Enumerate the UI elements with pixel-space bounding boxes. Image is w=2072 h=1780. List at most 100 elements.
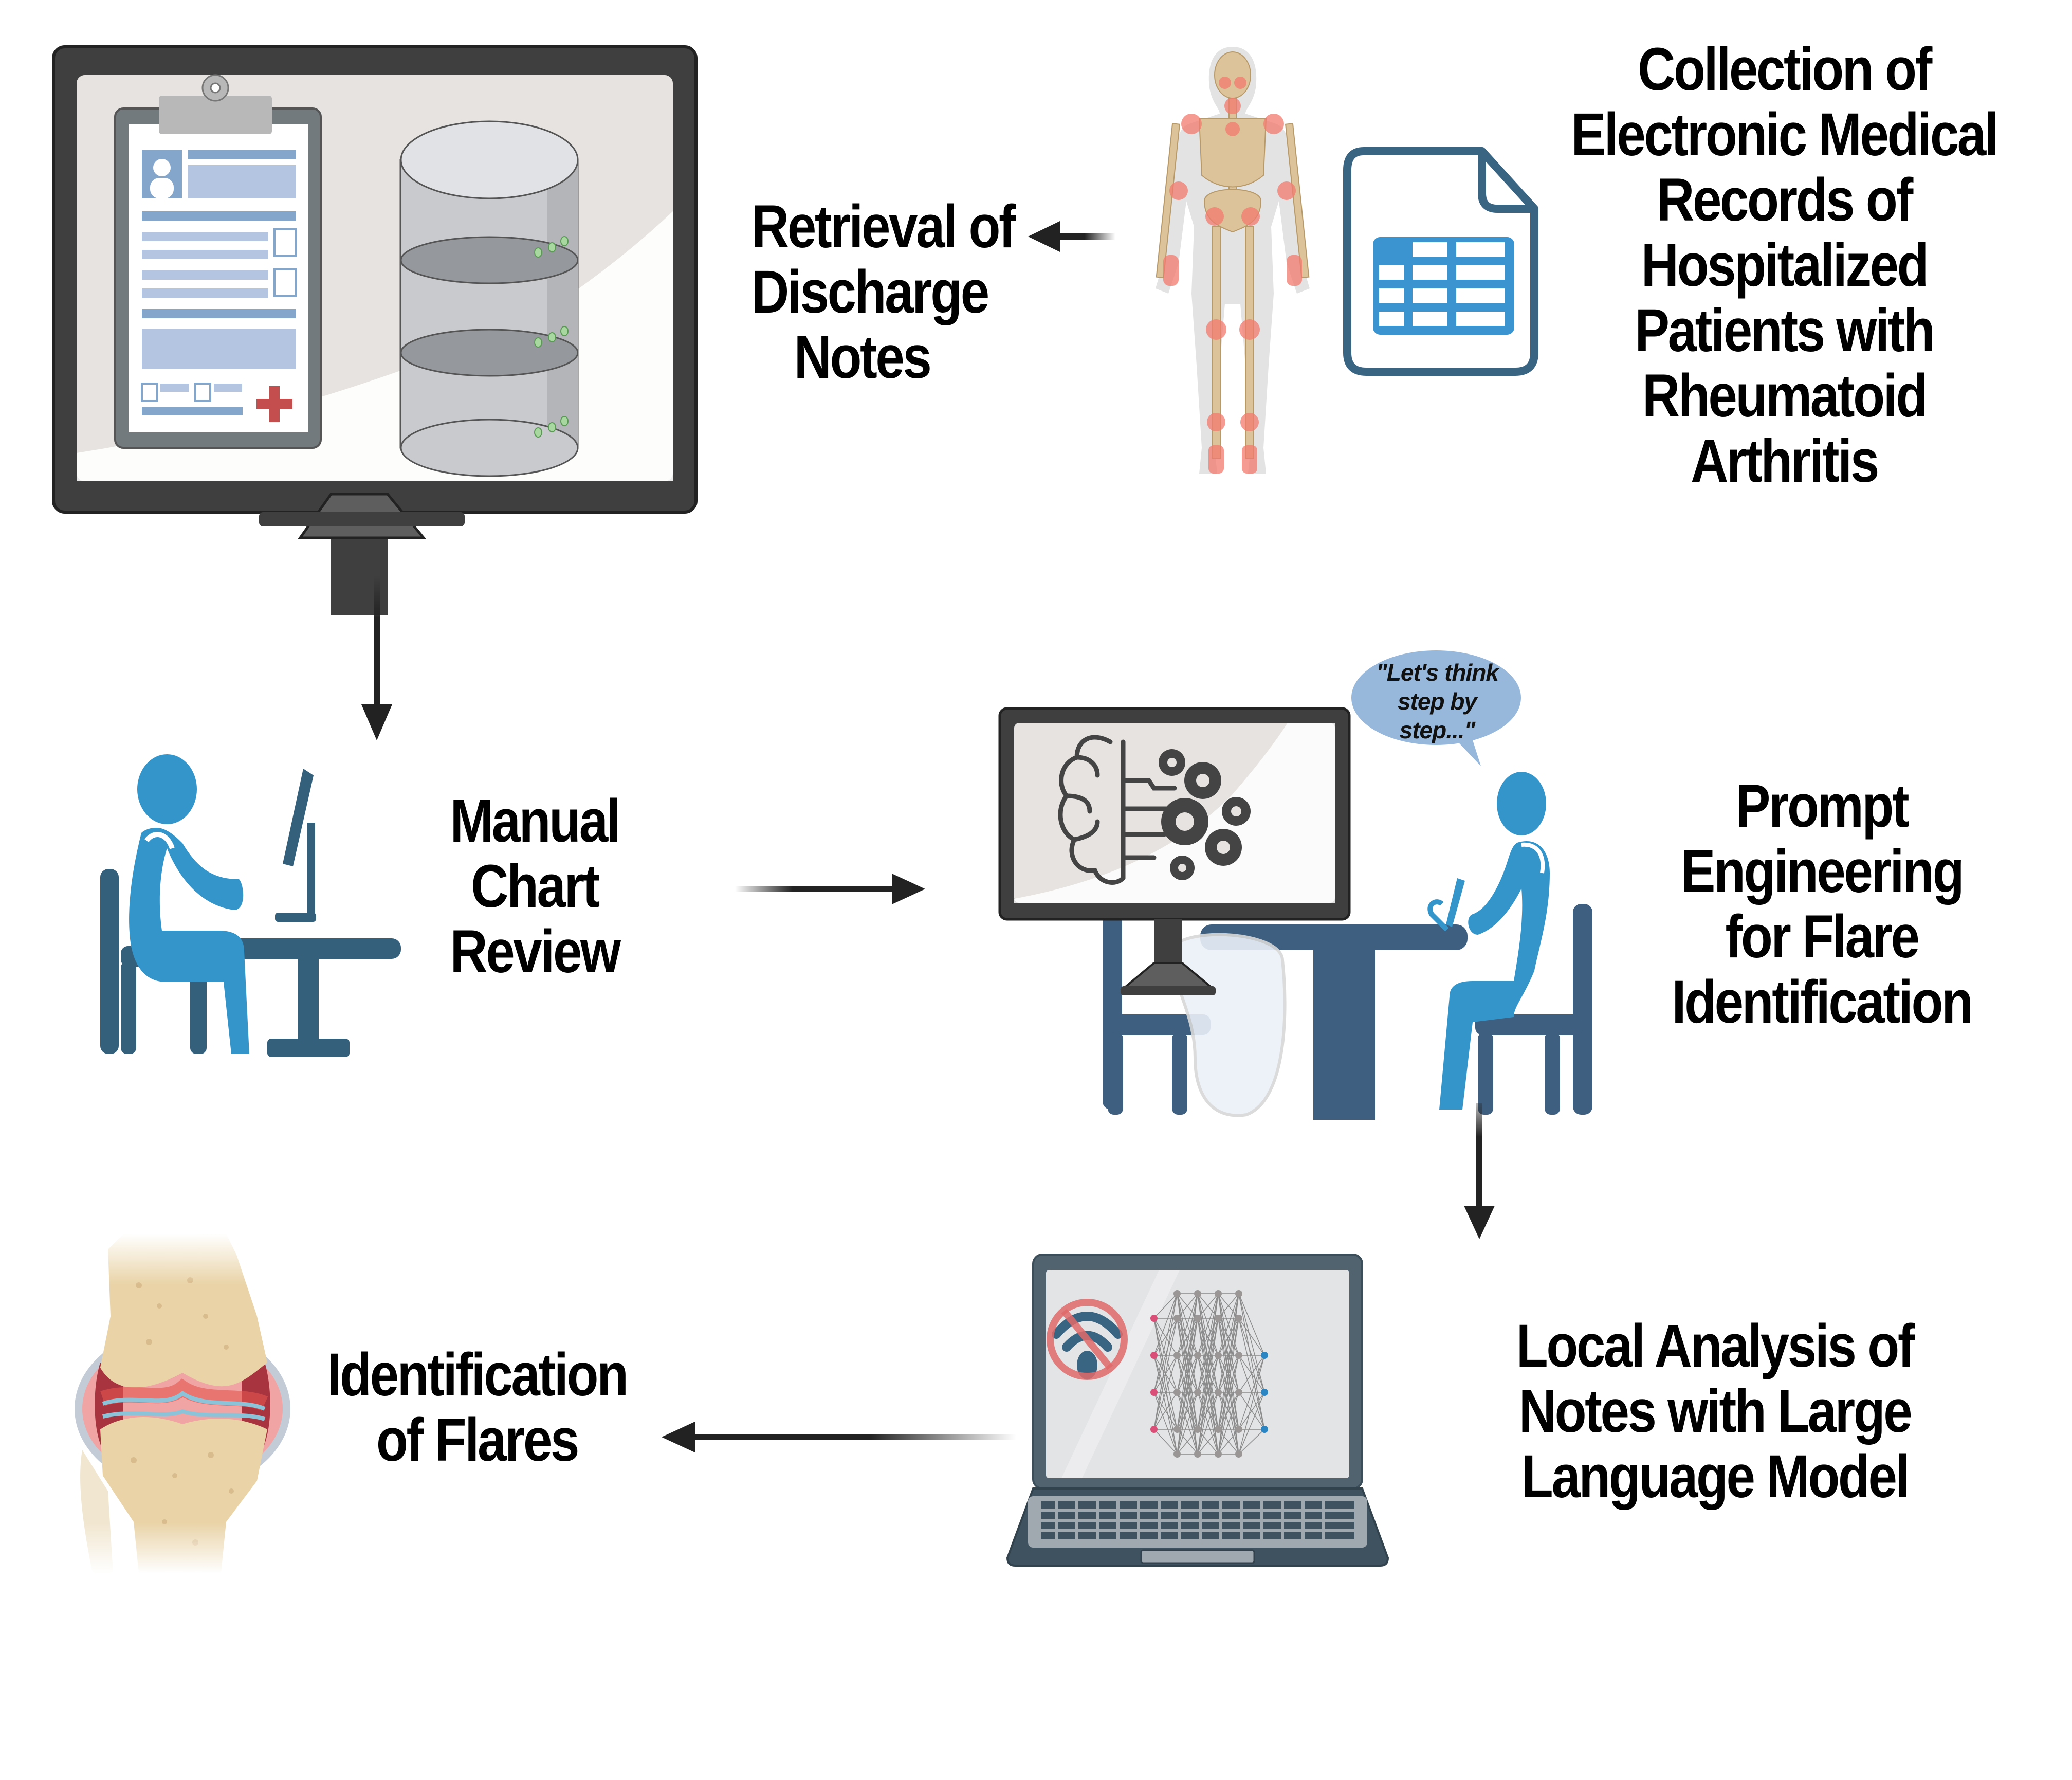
- arrow-right-manual-to-prompt: [735, 874, 925, 904]
- label-line: Chart: [471, 852, 600, 920]
- nn-edge: [1177, 1392, 1198, 1455]
- spreadsheet-document-icon: [1343, 147, 1538, 376]
- nn-edge: [1238, 1355, 1265, 1430]
- nn-edge: [1238, 1293, 1265, 1356]
- arrow-left-local-to-identification: [662, 1422, 1016, 1452]
- nn-edge: [1197, 1318, 1219, 1393]
- label-line: Collection of: [1638, 35, 1932, 103]
- arrow-down-retrieval-to-manual: [361, 576, 392, 740]
- nn-edge: [1177, 1355, 1198, 1430]
- label-line: Records of: [1657, 166, 1913, 234]
- bubble-line: step by: [1397, 688, 1477, 715]
- person-at-computer-icon: [100, 754, 401, 1057]
- nn-edge: [1153, 1293, 1178, 1319]
- step-label-prompt-engineering: Prompt Engineering for Flare Identificat…: [1623, 774, 2021, 1035]
- label-line: Identification: [327, 1341, 629, 1409]
- nn-edge: [1218, 1392, 1239, 1430]
- label-line: Hospitalized: [1641, 231, 1929, 299]
- nn-node: [1150, 1389, 1158, 1396]
- nn-edge: [1238, 1355, 1265, 1455]
- nn-node: [1261, 1352, 1268, 1359]
- nn-edge: [1153, 1355, 1178, 1455]
- person-writing-icon: [1427, 772, 1550, 1110]
- nn-node: [1235, 1389, 1242, 1396]
- label-line: Local Analysis of: [1516, 1312, 1915, 1380]
- nn-edge: [1177, 1392, 1198, 1430]
- nn-edge: [1218, 1355, 1239, 1455]
- label-line: Retrieval of: [751, 193, 1016, 261]
- nn-node: [1215, 1352, 1222, 1359]
- label-line: Notes: [794, 323, 932, 391]
- monitor-icon: [52, 45, 698, 615]
- label-line: Review: [450, 918, 621, 986]
- clipboard-record-icon: [114, 74, 322, 449]
- nn-node: [1173, 1426, 1181, 1433]
- nn-edge: [1177, 1318, 1198, 1356]
- nn-edge: [1177, 1293, 1198, 1455]
- nn-edge: [1238, 1392, 1265, 1430]
- arrow-left-collection-to-retrieval: [1028, 221, 1115, 252]
- nn-edge: [1177, 1293, 1198, 1430]
- nn-edge: [1177, 1318, 1198, 1393]
- nn-edge: [1153, 1318, 1178, 1356]
- nn-edge: [1153, 1293, 1178, 1356]
- nn-node: [1194, 1315, 1201, 1322]
- nn-node: [1194, 1352, 1201, 1359]
- nn-node: [1194, 1389, 1201, 1396]
- nn-edge: [1177, 1429, 1198, 1455]
- nn-edge: [1153, 1392, 1178, 1455]
- nn-node: [1261, 1389, 1268, 1396]
- monitor-brain-gears-icon: [998, 707, 1351, 995]
- arrow-down-prompt-to-local: [1464, 1103, 1495, 1239]
- label-line: Engineering: [1680, 838, 1965, 905]
- nn-edge: [1218, 1429, 1239, 1455]
- nn-edge: [1218, 1293, 1239, 1356]
- nn-edge: [1153, 1429, 1178, 1455]
- label-line: Identification: [1672, 968, 1973, 1036]
- nn-edge: [1197, 1429, 1219, 1455]
- label-line: Rheumatoid: [1642, 362, 1928, 430]
- nn-edge: [1218, 1318, 1239, 1455]
- nn-edge: [1218, 1293, 1239, 1430]
- nn-node: [1150, 1315, 1158, 1322]
- neural-network-icon: [1150, 1290, 1268, 1458]
- nn-node: [1235, 1450, 1242, 1458]
- label-line: Language Model: [1521, 1443, 1910, 1511]
- nn-edge: [1153, 1318, 1178, 1393]
- nn-edge: [1153, 1392, 1178, 1430]
- label-line: Manual: [450, 787, 621, 855]
- nn-edge: [1218, 1293, 1239, 1393]
- bubble-line: "Let's think: [1376, 659, 1499, 686]
- nn-node: [1261, 1426, 1268, 1433]
- nn-node: [1194, 1290, 1201, 1297]
- label-line: Discharge: [751, 258, 989, 326]
- nn-edge: [1177, 1355, 1198, 1455]
- nn-edge: [1153, 1293, 1178, 1430]
- nn-node: [1173, 1315, 1181, 1322]
- label-line: of Flares: [376, 1406, 579, 1474]
- nn-edge: [1238, 1392, 1265, 1455]
- label-line: Notes with Large: [1518, 1377, 1913, 1445]
- nn-edge: [1197, 1293, 1219, 1393]
- step-label-identification: Identification of Flares: [322, 1342, 632, 1473]
- label-line: Arthritis: [1691, 427, 1879, 495]
- nn-edge: [1197, 1392, 1219, 1455]
- nn-node: [1235, 1352, 1242, 1359]
- nn-edge: [1153, 1293, 1178, 1393]
- nn-node: [1194, 1426, 1201, 1433]
- nn-node: [1173, 1352, 1181, 1359]
- nn-edge: [1197, 1293, 1219, 1356]
- nn-node: [1215, 1426, 1222, 1433]
- label-line: Prompt: [1735, 772, 1910, 840]
- speech-bubble: [1351, 650, 1521, 766]
- nn-node: [1215, 1290, 1222, 1297]
- nn-edge: [1197, 1293, 1219, 1455]
- nn-edge: [1153, 1318, 1178, 1455]
- nn-node: [1215, 1315, 1222, 1322]
- nn-edge: [1238, 1355, 1265, 1393]
- nn-edge: [1218, 1318, 1239, 1356]
- nn-edge: [1218, 1293, 1239, 1319]
- nn-node: [1150, 1426, 1158, 1433]
- label-line: for Flare: [1725, 903, 1920, 971]
- nn-edge: [1218, 1293, 1239, 1455]
